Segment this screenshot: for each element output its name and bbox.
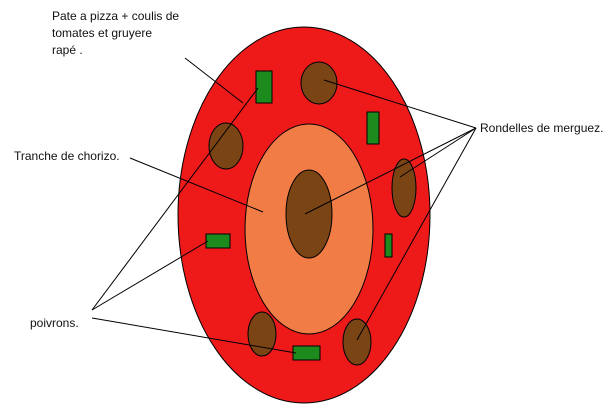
merguez-bottom-left xyxy=(248,312,276,356)
poivron-right-lower xyxy=(385,234,392,257)
merguez-top xyxy=(301,62,337,104)
merguez-bottom-right xyxy=(343,319,371,365)
poivron-right-upper xyxy=(367,112,379,144)
label-pate-line2: tomates et gruyere xyxy=(52,25,179,42)
merguez-right xyxy=(392,159,416,217)
label-chorizo: Tranche de chorizo. xyxy=(14,148,120,165)
label-pate-line1: Pate a pizza + coulis de xyxy=(52,8,179,25)
label-merguez: Rondelles de merguez. xyxy=(480,120,603,137)
label-poivrons: poivrons. xyxy=(30,315,79,332)
poivron-left xyxy=(206,234,230,248)
merguez-center xyxy=(286,170,332,258)
label-pate: Pate a pizza + coulis de tomates et gruy… xyxy=(52,8,179,59)
label-pate-line3: rapé . xyxy=(52,42,179,59)
poivron-bottom xyxy=(293,346,320,360)
poivron-top xyxy=(256,71,272,103)
